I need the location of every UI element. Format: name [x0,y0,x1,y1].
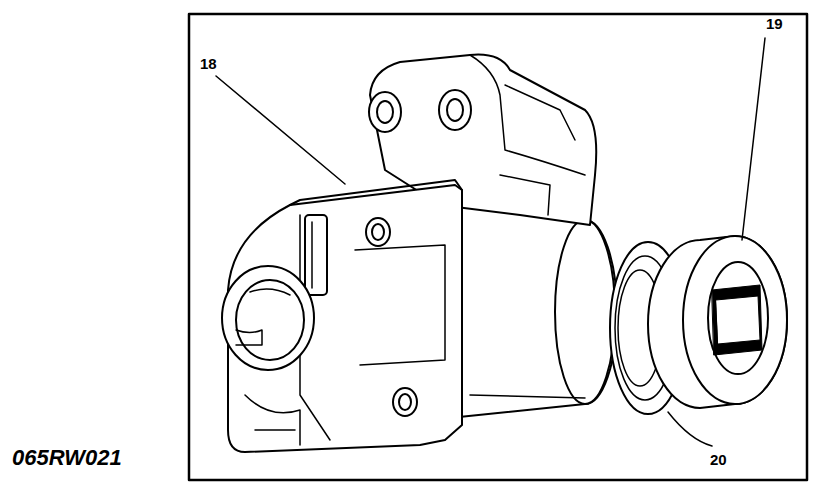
bearing [648,236,787,408]
nose-ring [222,266,314,370]
callout-number: 20 [710,452,727,467]
boss [439,90,471,130]
callout-number: 19 [766,16,783,31]
leader-lines [216,38,765,446]
figure-code: 065RW021 [12,447,122,469]
motor-end [555,220,615,404]
mounting-flange [228,185,462,452]
figure-frame [189,14,807,480]
flange-slot [305,215,327,295]
callout-number: 18 [200,56,217,71]
boss [369,92,401,132]
